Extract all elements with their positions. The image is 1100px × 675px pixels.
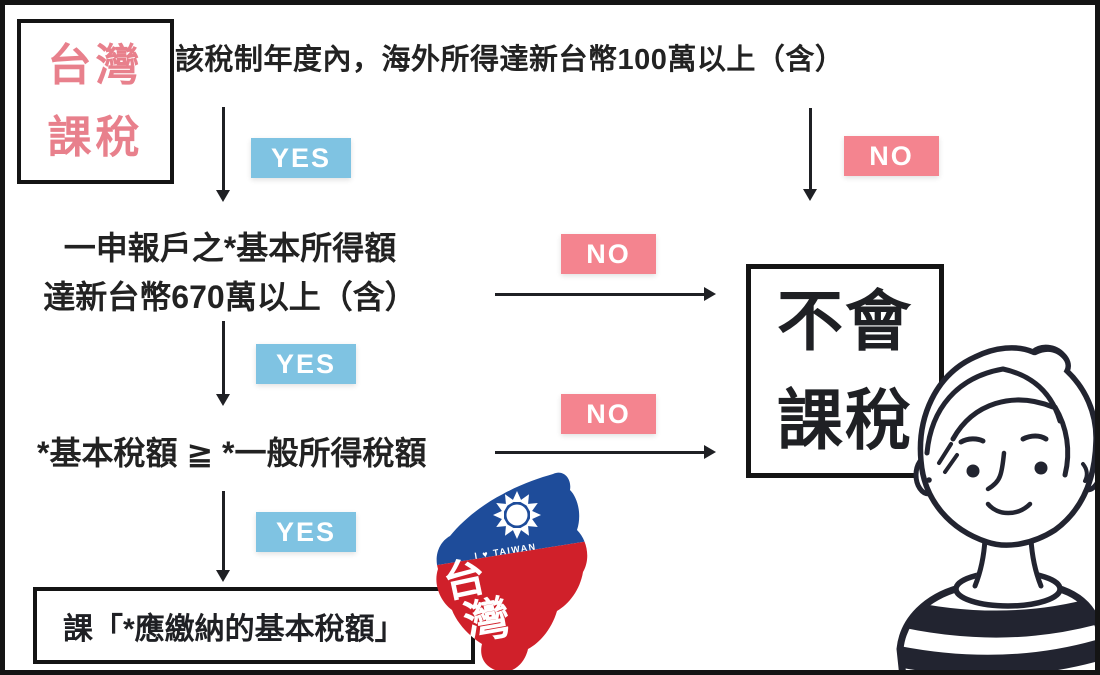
nose [985, 450, 1007, 492]
no-label-3: NO [561, 394, 656, 434]
taiwan-island-svg: I ♥ TAIWAN 台 灣 [436, 472, 588, 670]
yes-label-1: YES [251, 138, 351, 178]
arrow-q3-yes-down [216, 491, 230, 582]
cartoon-person-svg [896, 344, 1095, 670]
cartoon-person-illustration [895, 343, 1095, 670]
arrow-q2-yes-down [216, 321, 230, 406]
taiwan-island-flag-graphic: I ♥ TAIWAN 台 灣 [431, 468, 595, 670]
result-no-tax-box: 不會 課稅 [746, 264, 944, 478]
island-name-char1: 台 [439, 552, 490, 607]
arrow-q3-no-right [495, 445, 716, 459]
right-ear-line [1081, 462, 1089, 483]
arrow-q1-no-down [803, 108, 817, 201]
title-badge-line2: 課稅 [47, 112, 144, 162]
island-name-char2: 灣 [460, 591, 514, 650]
left-eyebrow [958, 436, 986, 445]
result-no-tax-line2: 課稅 [777, 383, 913, 457]
head [913, 344, 1095, 548]
left-ear-dot [926, 477, 932, 483]
no-label-2: NO [561, 234, 656, 274]
right-eyebrow [1020, 433, 1049, 442]
question-basic-income-line1: 一申報戶之*基本所得額 [63, 230, 397, 266]
question-basic-income: 一申報戶之*基本所得額 達新台幣670萬以上（含） [13, 224, 447, 322]
result-tax-box: 課「*應繳納的基本稅額」 [33, 587, 475, 664]
question-overseas-income: 該稅制年度內，海外所得達新台幣100萬以上（含） [175, 44, 845, 76]
yes-label-3: YES [256, 512, 356, 552]
white-sun-icon [493, 491, 541, 539]
arrow-q1-yes-down [216, 107, 230, 202]
result-no-tax-line1: 不會 [777, 284, 913, 358]
yes-label-2: YES [256, 344, 356, 384]
smile [985, 501, 1033, 516]
title-badge: 台灣 課稅 [17, 19, 174, 184]
left-eye [966, 464, 980, 478]
right-eye [1034, 461, 1048, 475]
no-label-1: NO [844, 136, 939, 176]
title-badge-line1: 台灣 [47, 40, 144, 90]
arrow-q2-no-right [495, 287, 716, 301]
striped-shirt [896, 569, 1095, 670]
hair-strokes [924, 347, 1071, 478]
question-basic-vs-general-tax: *基本稅額 ≧ *一般所得稅額 [37, 435, 427, 471]
result-tax-text: 課「*應繳納的基本稅額」 [63, 612, 405, 646]
question-basic-income-line2: 達新台幣670萬以上（含） [43, 279, 417, 315]
